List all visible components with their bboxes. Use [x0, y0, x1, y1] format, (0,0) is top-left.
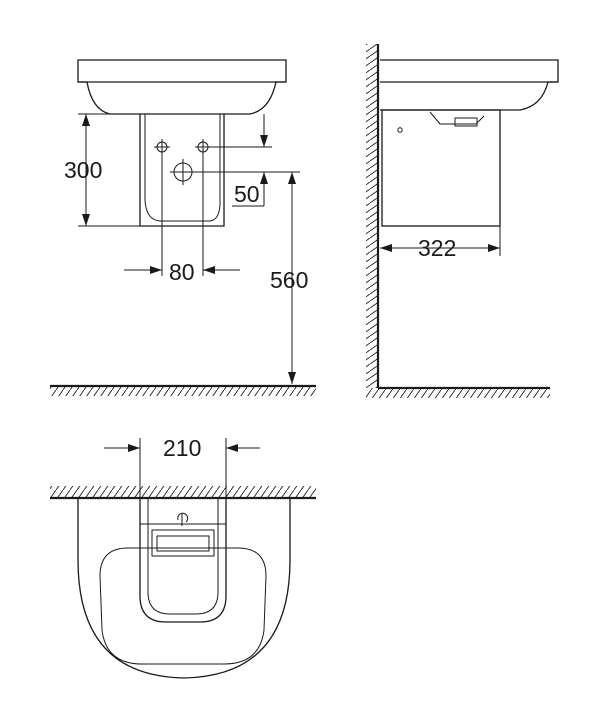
- dim-560-label: 560: [270, 267, 308, 293]
- side-view: 322: [366, 44, 559, 398]
- dim-hole-spacing: 80: [124, 152, 240, 285]
- basin-front: [77, 59, 287, 115]
- shroud-front: [139, 114, 225, 227]
- dim-300-label: 300: [64, 157, 102, 183]
- dim-shroud-depth: 322: [380, 226, 501, 261]
- top-wall: [50, 486, 316, 500]
- dim-210-label: 210: [163, 435, 201, 461]
- shroud-top: [139, 498, 227, 623]
- dim-322-label: 322: [418, 235, 456, 261]
- basin-top-outline: [77, 498, 291, 679]
- front-view: 300 80 50 560: [50, 59, 316, 396]
- dim-50-label: 50: [234, 181, 260, 207]
- dim-shroud-width: 210: [104, 435, 260, 498]
- shroud-side: [381, 109, 501, 227]
- basin-bowl: [99, 547, 267, 665]
- top-view: 210: [50, 435, 316, 679]
- dim-hole-offset: 50: [196, 114, 300, 207]
- wall: [366, 44, 550, 398]
- connection-holes: [154, 139, 211, 185]
- dim-shroud-height: 300: [64, 113, 140, 227]
- floor: [50, 384, 316, 396]
- dim-floor-height: 560: [270, 172, 308, 384]
- basin-side: [380, 59, 559, 111]
- dim-80-label: 80: [169, 259, 195, 285]
